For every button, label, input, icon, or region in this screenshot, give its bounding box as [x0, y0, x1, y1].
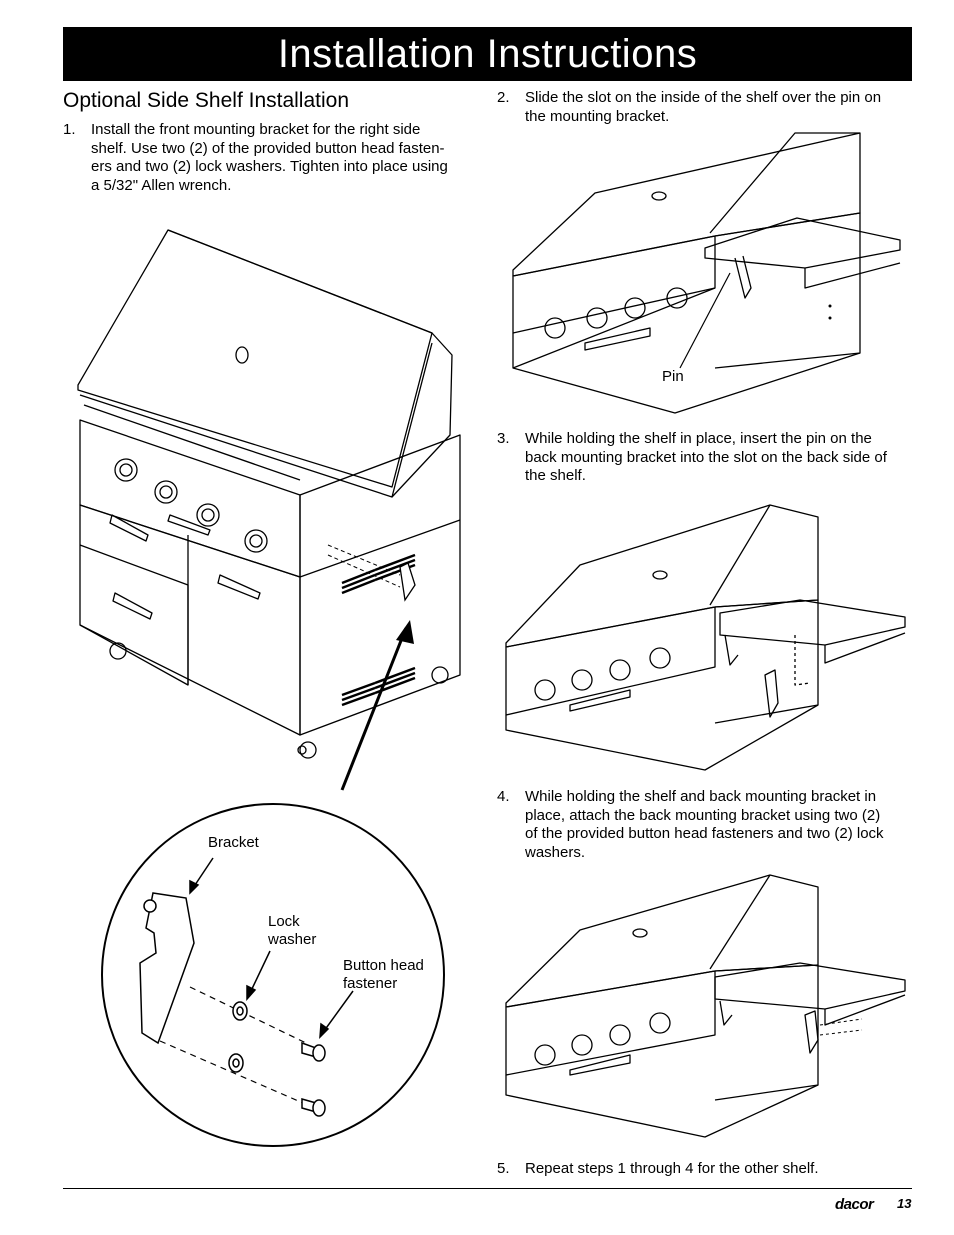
button-head-fastener-label: Button head fastener — [343, 957, 424, 992]
step-number: 1. — [63, 121, 76, 138]
grill-shelf-illustration-step4 — [505, 874, 906, 1138]
page-title: Installation Instructions — [277, 32, 698, 76]
step-line: While holding the shelf in place, insert… — [525, 430, 872, 447]
dacor-logo: dacor — [835, 1196, 874, 1213]
step-line: the shelf. — [525, 467, 586, 484]
step-line: Install the front mounting bracket for t… — [91, 121, 421, 138]
title-banner: Installation Instructions — [63, 27, 912, 81]
grill-shelf-illustration-step3 — [505, 504, 906, 771]
step-line: back mounting bracket into the slot on t… — [525, 448, 887, 466]
step-number: 5. — [497, 1160, 510, 1177]
bracket-label: Bracket — [208, 834, 259, 851]
lock-washer-label: Lock washer — [268, 913, 317, 948]
section-title: Optional Side Shelf Installation — [63, 89, 350, 112]
step-line: washers. — [525, 843, 586, 861]
step-line: the mounting bracket. — [525, 107, 670, 125]
step-line: Slide the slot on the inside of the shel… — [525, 89, 882, 106]
grill-shelf-illustration-step2 — [512, 132, 901, 414]
step-number: 3. — [497, 430, 510, 447]
page-number: 13 — [897, 1196, 912, 1211]
detail-arrow — [340, 620, 414, 791]
pin-label: Pin — [662, 368, 684, 385]
step-number: 4. — [497, 788, 510, 805]
step-line: shelf. Use two (2) of the provided butto… — [91, 139, 445, 157]
detail-circle — [101, 803, 445, 1147]
step-line: While holding the shelf and back mountin… — [525, 788, 877, 805]
step-line: a 5/32" Allen wrench. — [91, 176, 232, 194]
step-line: ers and two (2) lock washers. Tighten in… — [91, 158, 448, 175]
footer-rule — [63, 1188, 912, 1189]
grill-cart-illustration — [77, 229, 461, 759]
step-line: place, attach the back mounting bracket … — [525, 806, 881, 824]
step-number: 2. — [497, 89, 510, 106]
step-line: of the provided button head fasteners an… — [525, 825, 884, 842]
step-line: Repeat steps 1 through 4 for the other s… — [525, 1160, 819, 1177]
